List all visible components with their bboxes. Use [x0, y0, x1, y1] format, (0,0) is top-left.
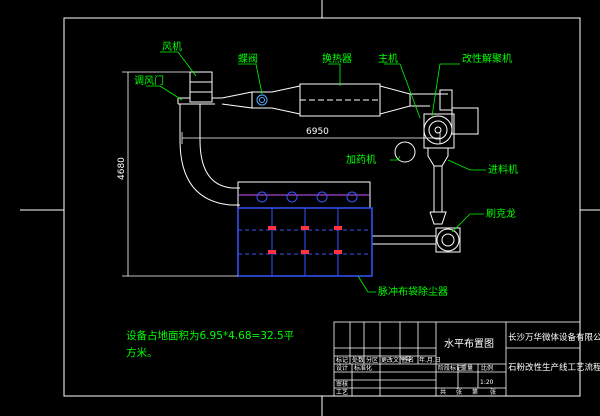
fan-body	[189, 71, 213, 103]
main-machine-housing	[451, 107, 479, 135]
label-deagglomerator: 改性解聚机	[462, 52, 512, 65]
dimension-horizontal: 6950	[306, 127, 329, 137]
note-line-1: 设备占地面积为6.95*4.68=32.5平	[126, 329, 294, 342]
label-damper: 调风门	[134, 74, 164, 87]
dosing-machine-body	[394, 141, 416, 163]
svg-text:张: 张	[456, 388, 462, 396]
svg-text:更改文件号: 更改文件号	[381, 356, 411, 364]
equipment-lines	[177, 71, 479, 253]
title-scale: 1:20	[480, 379, 494, 386]
title-block-sign-labels: 设计 标准化 审核 工艺	[336, 364, 372, 396]
title-block-row-labels: 标记 处数 分区 更改文件号 签名 年.月.日	[336, 356, 441, 364]
dimension-vertical: 4680	[117, 157, 127, 180]
svg-text:年.月.日: 年.月.日	[419, 356, 441, 364]
butterfly-valve	[256, 94, 268, 106]
title-drawing: 水平布置图	[444, 338, 494, 350]
title-block-sheet-labels: 共 张 第 张	[440, 388, 496, 396]
label-feeder: 进料机	[488, 163, 518, 176]
center-marks	[20, 0, 600, 416]
title-block-stage-labels: 阶段标记 重量 比例	[438, 364, 493, 372]
label-dosing-machine: 加药机	[346, 153, 376, 166]
pulse-bag-filter	[237, 181, 373, 277]
leader-lines	[146, 51, 486, 293]
svg-text:签名: 签名	[402, 356, 414, 364]
svg-text:工艺: 工艺	[336, 388, 348, 396]
note-line-2: 方米。	[126, 346, 158, 359]
title-project: 石粉改性生产线工艺流程图	[508, 362, 600, 373]
label-heat-exchanger: 换热器	[322, 52, 352, 65]
label-cyclone: 刷克龙	[486, 207, 516, 220]
svg-text:分区: 分区	[366, 356, 378, 364]
label-main-machine: 主机	[378, 52, 398, 65]
title-company: 长沙万华微体设备有限公司	[508, 332, 600, 343]
deagglomerator-body	[423, 115, 453, 145]
label-pulse-bag-filter: 脉冲布袋除尘器	[378, 285, 448, 298]
svg-text:处数: 处数	[352, 356, 364, 364]
svg-text:审核: 审核	[336, 380, 348, 388]
svg-text:比例: 比例	[481, 364, 493, 372]
svg-text:共: 共	[440, 388, 446, 396]
svg-text:第: 第	[472, 388, 478, 396]
title-block-grid	[333, 321, 581, 397]
svg-text:标准化: 标准化	[354, 364, 372, 372]
dimension-lines	[122, 71, 441, 277]
svg-text:设计: 设计	[336, 364, 348, 372]
label-fan: 风机	[162, 40, 182, 53]
label-butterfly-valve: 蝶阀	[238, 52, 258, 65]
svg-text:重量: 重量	[461, 364, 473, 372]
svg-text:张: 张	[490, 388, 496, 396]
svg-text:标记: 标记	[336, 356, 348, 364]
cyclone-body	[436, 228, 460, 252]
svg-text:阶段标记: 阶段标记	[438, 364, 462, 372]
